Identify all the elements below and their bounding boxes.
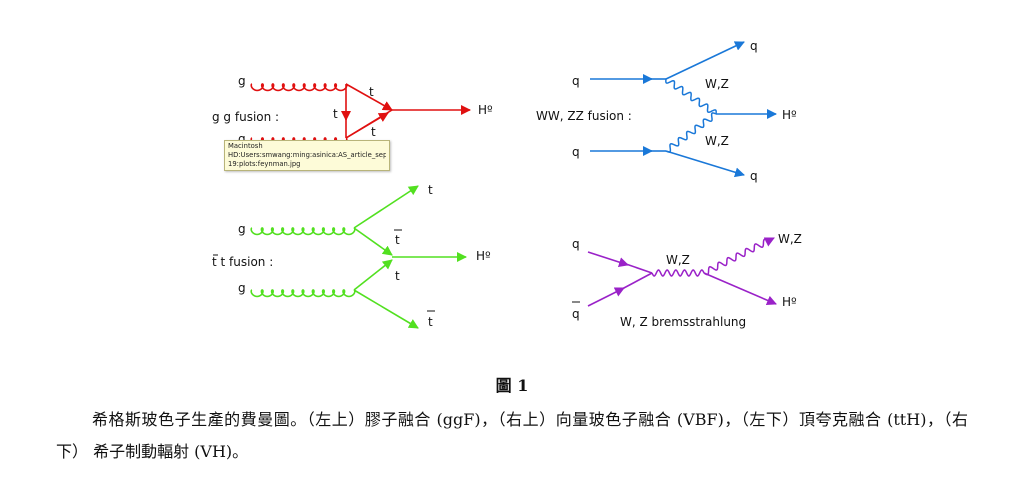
vh-higgs-label: Hº <box>782 295 797 309</box>
vh-process-label: W, Z bremsstrahlung <box>620 315 746 329</box>
tth-gluon-bottom <box>250 289 356 298</box>
vbf-boson-bottom-label: W,Z <box>705 134 729 148</box>
tth-tbar-upper-label: t <box>395 233 400 247</box>
figure-label: 圖 1 <box>495 376 529 395</box>
vh-q-in-label: q <box>572 237 580 251</box>
vbf-higgs-label: Hº <box>782 108 797 122</box>
ggf-process-label: g g fusion : <box>212 110 279 124</box>
vh-boson-out <box>703 238 769 276</box>
tth-higgs-label: Hº <box>476 249 491 263</box>
ggf-g-bottom-label: g <box>238 132 246 146</box>
feynman-diagrams: g g g g fusion : t t t Hº q q q q W,Z W,… <box>212 39 802 329</box>
vh-quark-in <box>587 251 629 267</box>
vh-boson-out-arrowhead <box>763 237 775 247</box>
tooltip-line-2: HD:Users:smwang:ming:asinica:AS_article_… <box>228 151 386 160</box>
tth-top-lower <box>353 259 393 291</box>
tth-gluon-top <box>250 227 356 236</box>
vbf-q-out-bottom-label: q <box>750 169 758 183</box>
vbf-q-out-top-label: q <box>750 39 758 53</box>
tth-diagram: g g t t fusion : t t t t Hº <box>212 183 491 329</box>
tth-process-label: t t fusion : <box>212 255 273 269</box>
ggf-t-bottom-label: t <box>371 125 376 139</box>
ggf-gluon-top <box>250 83 348 92</box>
vbf-boson-top-label: W,Z <box>705 77 729 91</box>
vh-diagram: q q W,Z W,Z Hº W, Z bremsstrahlung <box>572 232 802 329</box>
tth-antitop-upper <box>353 227 393 256</box>
vbf-quark-out-top <box>665 41 745 80</box>
tooltip-line-1: Macintosh <box>228 142 263 150</box>
tth-g-top-label: g <box>238 222 246 236</box>
vh-antiquark-in <box>587 287 625 307</box>
ggf-t-top-label: t <box>369 85 374 99</box>
vbf-q-in-bottom-label: q <box>572 145 580 159</box>
vh-qbar-in-label: q <box>572 307 580 321</box>
vbf-quark-out-bottom <box>665 150 745 178</box>
figure-caption: 希格斯玻色子生產的費曼圖。（左上）膠子融合 (ggF)，（右上）向量玻色子融合 … <box>56 410 968 461</box>
ggf-t-left-label: t <box>333 107 338 121</box>
vbf-q-in-top-label: q <box>572 74 580 88</box>
ggf-top-quark-upper <box>345 83 393 111</box>
tth-t-lower-label: t <box>395 269 400 283</box>
tth-antitop-out-lower <box>353 289 419 329</box>
tth-tbar-out-bottom-label: t <box>428 315 433 329</box>
vh-boson-mid <box>651 269 705 277</box>
file-path-tooltip: Macintosh HD:Users:smwang:ming:asinica:A… <box>224 140 390 171</box>
vbf-diagram: q q q q W,Z W,Z WW, ZZ fusion : Hº <box>536 39 797 183</box>
ggf-diagram: g g g g fusion : t t t Hº <box>212 74 493 146</box>
ggf-top-quark-lower-arrow <box>345 112 389 139</box>
tth-g-bottom-label: g <box>238 281 246 295</box>
ggf-higgs-label: Hº <box>478 103 493 117</box>
vbf-boson-top <box>665 78 717 115</box>
vh-antiquark-in-cont <box>621 272 653 290</box>
tth-top-out-upper <box>353 185 419 229</box>
tth-t-out-top-label: t <box>428 183 433 197</box>
ggf-g-top-label: g <box>238 74 246 88</box>
tooltip-line-3: 19:plots:feynman.jpg <box>228 160 301 169</box>
vh-quark-in-cont <box>625 263 653 274</box>
vbf-process-label: WW, ZZ fusion : <box>536 109 632 123</box>
vh-boson-mid-label: W,Z <box>666 253 690 267</box>
vbf-boson-bottom <box>665 112 717 153</box>
vh-boson-out-label: W,Z <box>778 232 802 246</box>
vh-higgs-line <box>703 272 777 306</box>
